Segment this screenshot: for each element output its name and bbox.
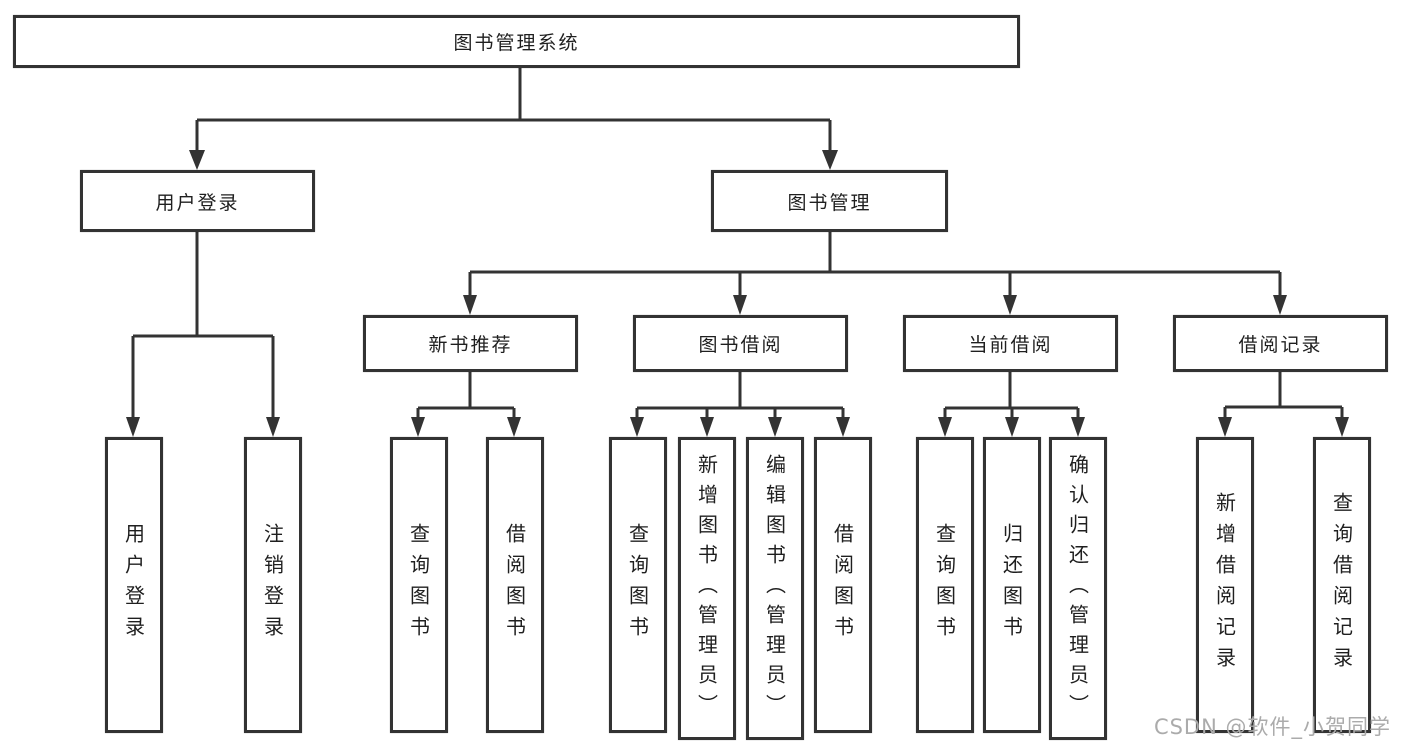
node-label: 当前借阅	[968, 334, 1053, 356]
leaf-current-return-books: 归还图书	[983, 437, 1041, 733]
connector-arrow	[630, 417, 850, 437]
connector-login-to-leaves	[131, 232, 275, 420]
node-borrowing-records: 借阅记录	[1173, 315, 1388, 372]
leaf-current-query-books: 查询图书	[916, 437, 974, 733]
connector-borrow-to-leaves	[635, 372, 845, 421]
leaf-label: 新增图书（管理员）	[694, 453, 719, 724]
connector-arrow	[938, 417, 1085, 437]
leaf-label: 确认归还（管理员）	[1065, 453, 1090, 724]
leaf-current-confirm-return-admin: 确认归还（管理员）	[1049, 437, 1107, 740]
csdn-watermark: CSDN @软件_小贺同学	[1153, 715, 1391, 739]
leaf-label: 新增借阅记录	[1212, 492, 1237, 678]
leaf-borrowing-borrow-books: 借阅图书	[814, 437, 872, 733]
node-label: 用户登录	[155, 191, 240, 214]
leaf-label: 借阅图书	[830, 523, 855, 647]
connector-records-to-leaves	[1223, 372, 1344, 421]
connector-root-to-level2	[195, 68, 832, 152]
connector-arrow	[189, 150, 838, 170]
node-label: 新书推荐	[428, 334, 513, 356]
node-library-management-system: 图书管理系统	[13, 15, 1020, 68]
leaf-label: 查询借阅记录	[1329, 492, 1354, 678]
connector-mgmt-to-level3	[468, 232, 1282, 298]
connector-arrow	[463, 295, 1287, 315]
leaf-label: 查询图书	[406, 523, 431, 647]
connector-arrow	[1218, 417, 1349, 437]
leaf-label: 用户登录	[121, 523, 146, 647]
node-label: 图书管理	[787, 191, 872, 214]
leaf-label: 归还图书	[999, 523, 1024, 647]
node-label: 图书管理系统	[453, 32, 580, 54]
node-book-borrowing: 图书借阅	[633, 315, 848, 372]
leaf-label: 查询图书	[932, 523, 957, 647]
leaf-label: 注销登录	[260, 523, 285, 647]
node-book-management: 图书管理	[711, 170, 948, 232]
node-new-book-recommend: 新书推荐	[363, 315, 578, 372]
leaf-borrowing-edit-books-admin: 编辑图书（管理员）	[746, 437, 804, 740]
connector-current-to-leaves	[943, 372, 1080, 421]
connector-rec-to-leaves	[416, 372, 516, 421]
leaf-recommend-borrow-books: 借阅图书	[486, 437, 544, 733]
node-current-borrowing: 当前借阅	[903, 315, 1118, 372]
leaf-recommend-query-books: 查询图书	[390, 437, 448, 733]
leaf-records-query-borrow-record: 查询借阅记录	[1313, 437, 1371, 733]
node-label: 借阅记录	[1238, 334, 1323, 356]
leaf-logout-login: 注销登录	[244, 437, 302, 733]
leaf-borrowing-query-books: 查询图书	[609, 437, 667, 733]
leaf-label: 查询图书	[625, 523, 650, 647]
connector-arrow	[126, 417, 280, 437]
leaf-records-add-borrow-record: 新增借阅记录	[1196, 437, 1254, 733]
leaf-label: 编辑图书（管理员）	[762, 453, 787, 724]
node-user-login: 用户登录	[80, 170, 315, 232]
leaf-label: 借阅图书	[502, 523, 527, 647]
node-label: 图书借阅	[698, 334, 783, 356]
leaf-user-login: 用户登录	[105, 437, 163, 733]
leaf-borrowing-add-books-admin: 新增图书（管理员）	[678, 437, 736, 740]
connector-arrow	[411, 417, 521, 437]
